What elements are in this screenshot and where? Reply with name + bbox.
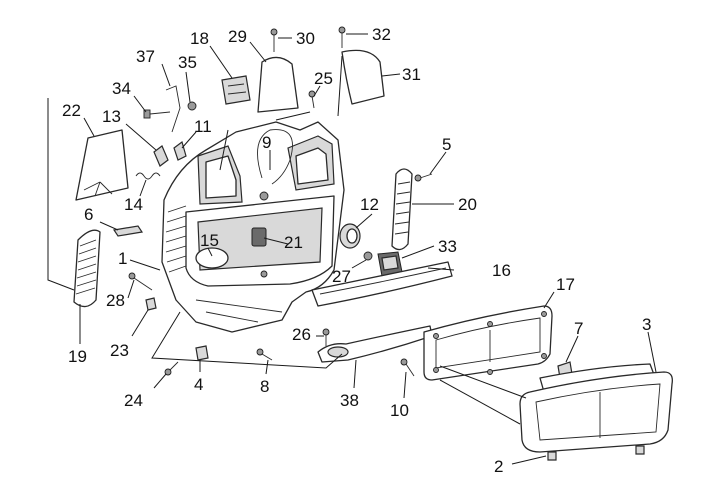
callout-33: 33 bbox=[438, 237, 457, 256]
part-17-lamp-frame bbox=[423, 305, 553, 381]
part-18-bracket bbox=[221, 75, 251, 105]
part-12-socket bbox=[339, 223, 361, 249]
callout-9: 9 bbox=[262, 133, 271, 152]
part-16-trim-strip bbox=[311, 261, 453, 307]
callout-7: 7 bbox=[574, 319, 583, 338]
callout-15: 15 bbox=[200, 231, 219, 250]
part-5-screw bbox=[414, 173, 433, 182]
part-13-fitting bbox=[153, 145, 169, 167]
part-30-screw bbox=[270, 28, 278, 52]
callout-17: 17 bbox=[556, 275, 575, 294]
part-24-screw bbox=[164, 361, 179, 376]
part-23-clip bbox=[145, 297, 157, 311]
part-33-switch bbox=[377, 251, 403, 277]
callout-4: 4 bbox=[194, 375, 203, 394]
callout-14: 14 bbox=[124, 195, 143, 214]
callout-28: 28 bbox=[106, 291, 125, 310]
callout-30: 30 bbox=[296, 29, 315, 48]
leader-lines bbox=[47, 33, 657, 465]
callout-35: 35 bbox=[178, 53, 197, 72]
part-4-clip bbox=[195, 345, 209, 361]
callout-34: 34 bbox=[112, 79, 131, 98]
part-11-fitting bbox=[173, 140, 187, 161]
part-22-panel bbox=[75, 129, 129, 201]
part-1-front-body bbox=[161, 121, 345, 333]
callout-32: 32 bbox=[372, 25, 391, 44]
part-20-right-grille bbox=[391, 168, 413, 251]
callout-25: 25 bbox=[314, 69, 333, 88]
callout-13: 13 bbox=[102, 107, 121, 126]
callout-26: 26 bbox=[292, 325, 311, 344]
part-9-cable bbox=[257, 129, 293, 185]
part-31-right-cover bbox=[341, 49, 385, 105]
callout-20: 20 bbox=[458, 195, 477, 214]
part-29-speaker-cover bbox=[257, 56, 299, 113]
callout-10: 10 bbox=[390, 401, 409, 420]
callout-18: 18 bbox=[190, 29, 209, 48]
callout-labels: 1 2 3 4 5 6 7 8 9 10 11 12 13 14 15 16 1… bbox=[62, 25, 651, 476]
part-32-screw bbox=[338, 26, 346, 48]
part-27-nut bbox=[363, 251, 373, 261]
callout-19: 19 bbox=[68, 347, 87, 366]
part-2-lamp-housing bbox=[519, 371, 673, 461]
part-35-nut bbox=[187, 101, 197, 111]
part-34-bolt bbox=[143, 109, 171, 119]
callout-2: 2 bbox=[494, 457, 503, 476]
part-10-screw bbox=[400, 358, 415, 377]
callout-37: 37 bbox=[136, 47, 155, 66]
callout-6: 6 bbox=[84, 205, 93, 224]
callout-29: 29 bbox=[228, 27, 247, 46]
part-25-screw bbox=[308, 90, 316, 109]
part-19-left-grille bbox=[73, 229, 101, 308]
part-37-arm bbox=[165, 85, 181, 133]
part-38-lower-trim bbox=[317, 325, 433, 363]
part-6-clip bbox=[112, 225, 144, 237]
callout-16: 16 bbox=[492, 261, 511, 280]
callout-22: 22 bbox=[62, 101, 81, 120]
part-8-screw bbox=[256, 348, 273, 361]
callout-23: 23 bbox=[110, 341, 129, 360]
callout-3: 3 bbox=[642, 315, 651, 334]
callout-5: 5 bbox=[442, 135, 451, 154]
callout-21: 21 bbox=[284, 233, 303, 252]
callout-11: 11 bbox=[194, 117, 212, 136]
callout-24: 24 bbox=[124, 391, 143, 410]
callout-8: 8 bbox=[260, 377, 269, 396]
callout-38: 38 bbox=[340, 391, 359, 410]
callout-12: 12 bbox=[360, 195, 379, 214]
part-14-spring bbox=[135, 172, 161, 180]
callout-27: 27 bbox=[332, 267, 351, 286]
callout-1: 1 bbox=[118, 249, 127, 268]
part-28-screw bbox=[128, 272, 153, 291]
part-26-screw bbox=[322, 328, 330, 346]
callout-31: 31 bbox=[402, 65, 421, 84]
